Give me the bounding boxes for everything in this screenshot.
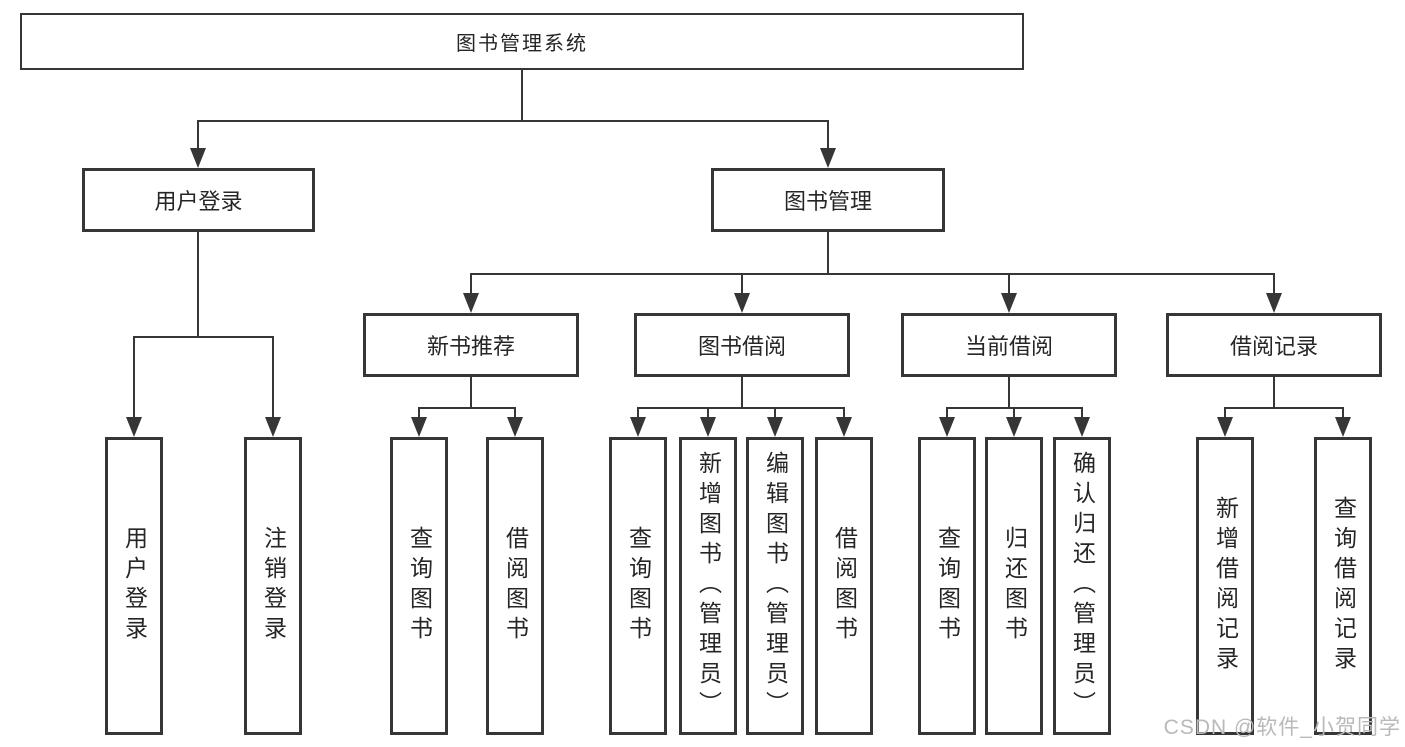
arrow-down-icon (126, 417, 142, 437)
connector-current-borrow-stem (1008, 377, 1010, 407)
connector-drop-leaf (1224, 407, 1226, 420)
connector-drop-leaf (707, 407, 709, 420)
node-user-login: 用户登录 (82, 168, 315, 232)
connector-new-book-stem (470, 377, 472, 407)
arrow-down-icon (411, 417, 427, 437)
connector-book-management-stem (827, 232, 829, 273)
leaf-user-login: 用户登录 (105, 437, 163, 735)
leaf-borrow-query-books: 查询图书 (609, 437, 667, 735)
connector-drop-borrow-records (1273, 273, 1275, 296)
node-borrow-records: 借阅记录 (1166, 313, 1382, 377)
node-library-system: 图书管理系统 (20, 13, 1024, 70)
connector-drop-leaf (637, 407, 639, 420)
connector-drop-book-borrow (741, 273, 743, 296)
node-current-borrowing: 当前借阅 (901, 313, 1117, 377)
arrow-down-icon (820, 148, 836, 168)
leaf-current-confirm-return-admin: 确认归还（管理员） (1053, 437, 1111, 735)
connector-drop-new-book (470, 273, 472, 296)
leaf-current-return-books: 归还图书 (985, 437, 1043, 735)
leaf-borrow-edit-books-admin: 编辑图书（管理员） (746, 437, 804, 735)
connector-drop-leaf (1013, 407, 1015, 420)
connector-drop-leaf (774, 407, 776, 420)
connector-book-management-split (470, 273, 1275, 275)
connector-drop-user-login (197, 120, 199, 152)
node-book-borrowing: 图书借阅 (634, 313, 850, 377)
arrow-down-icon (836, 417, 852, 437)
connector-drop-leaf (514, 407, 516, 420)
arrow-down-icon (1217, 417, 1233, 437)
connector-drop-leaf-logout (272, 336, 274, 420)
arrow-down-icon (767, 417, 783, 437)
arrow-down-icon (700, 417, 716, 437)
connector-new-book-split (418, 407, 516, 409)
connector-book-borrow-stem (741, 377, 743, 407)
node-book-management: 图书管理 (711, 168, 945, 232)
arrow-down-icon (630, 417, 646, 437)
leaf-records-add-record: 新增借阅记录 (1196, 437, 1254, 735)
connector-user-login-stem (197, 232, 199, 336)
arrow-down-icon (1074, 417, 1090, 437)
connector-drop-current-borrow (1008, 273, 1010, 296)
connector-root-split (197, 120, 829, 122)
leaf-logout: 注销登录 (244, 437, 302, 735)
arrow-down-icon (507, 417, 523, 437)
connector-drop-leaf (1342, 407, 1344, 420)
arrow-down-icon (1335, 417, 1351, 437)
arrow-down-icon (265, 417, 281, 437)
connector-borrow-records-stem (1273, 377, 1275, 407)
arrow-down-icon (939, 417, 955, 437)
connector-user-login-split (133, 336, 274, 338)
arrow-down-icon (1001, 293, 1017, 313)
connector-drop-leaf (946, 407, 948, 420)
node-new-book-recommend: 新书推荐 (363, 313, 579, 377)
connector-root-stem (521, 70, 523, 120)
connector-drop-leaf-user-login (133, 336, 135, 420)
connector-drop-leaf (843, 407, 845, 420)
leaf-records-query-record: 查询借阅记录 (1314, 437, 1372, 735)
arrow-down-icon (734, 293, 750, 313)
connector-borrow-records-split (1224, 407, 1344, 409)
connector-drop-leaf (1081, 407, 1083, 420)
connector-drop-book-management (827, 120, 829, 152)
connector-drop-leaf (418, 407, 420, 420)
arrow-down-icon (463, 293, 479, 313)
leaf-borrow-borrow-books: 借阅图书 (815, 437, 873, 735)
arrow-down-icon (1006, 417, 1022, 437)
csdn-watermark: CSDN @软件_小贺同学 (1163, 716, 1401, 739)
leaf-borrow-add-books-admin: 新增图书（管理员） (679, 437, 737, 735)
leaf-newrec-query-books: 查询图书 (390, 437, 448, 735)
leaf-current-query-books: 查询图书 (918, 437, 976, 735)
arrow-down-icon (190, 148, 206, 168)
leaf-newrec-borrow-books: 借阅图书 (486, 437, 544, 735)
connector-book-borrow-split (637, 407, 845, 409)
arrow-down-icon (1266, 293, 1282, 313)
